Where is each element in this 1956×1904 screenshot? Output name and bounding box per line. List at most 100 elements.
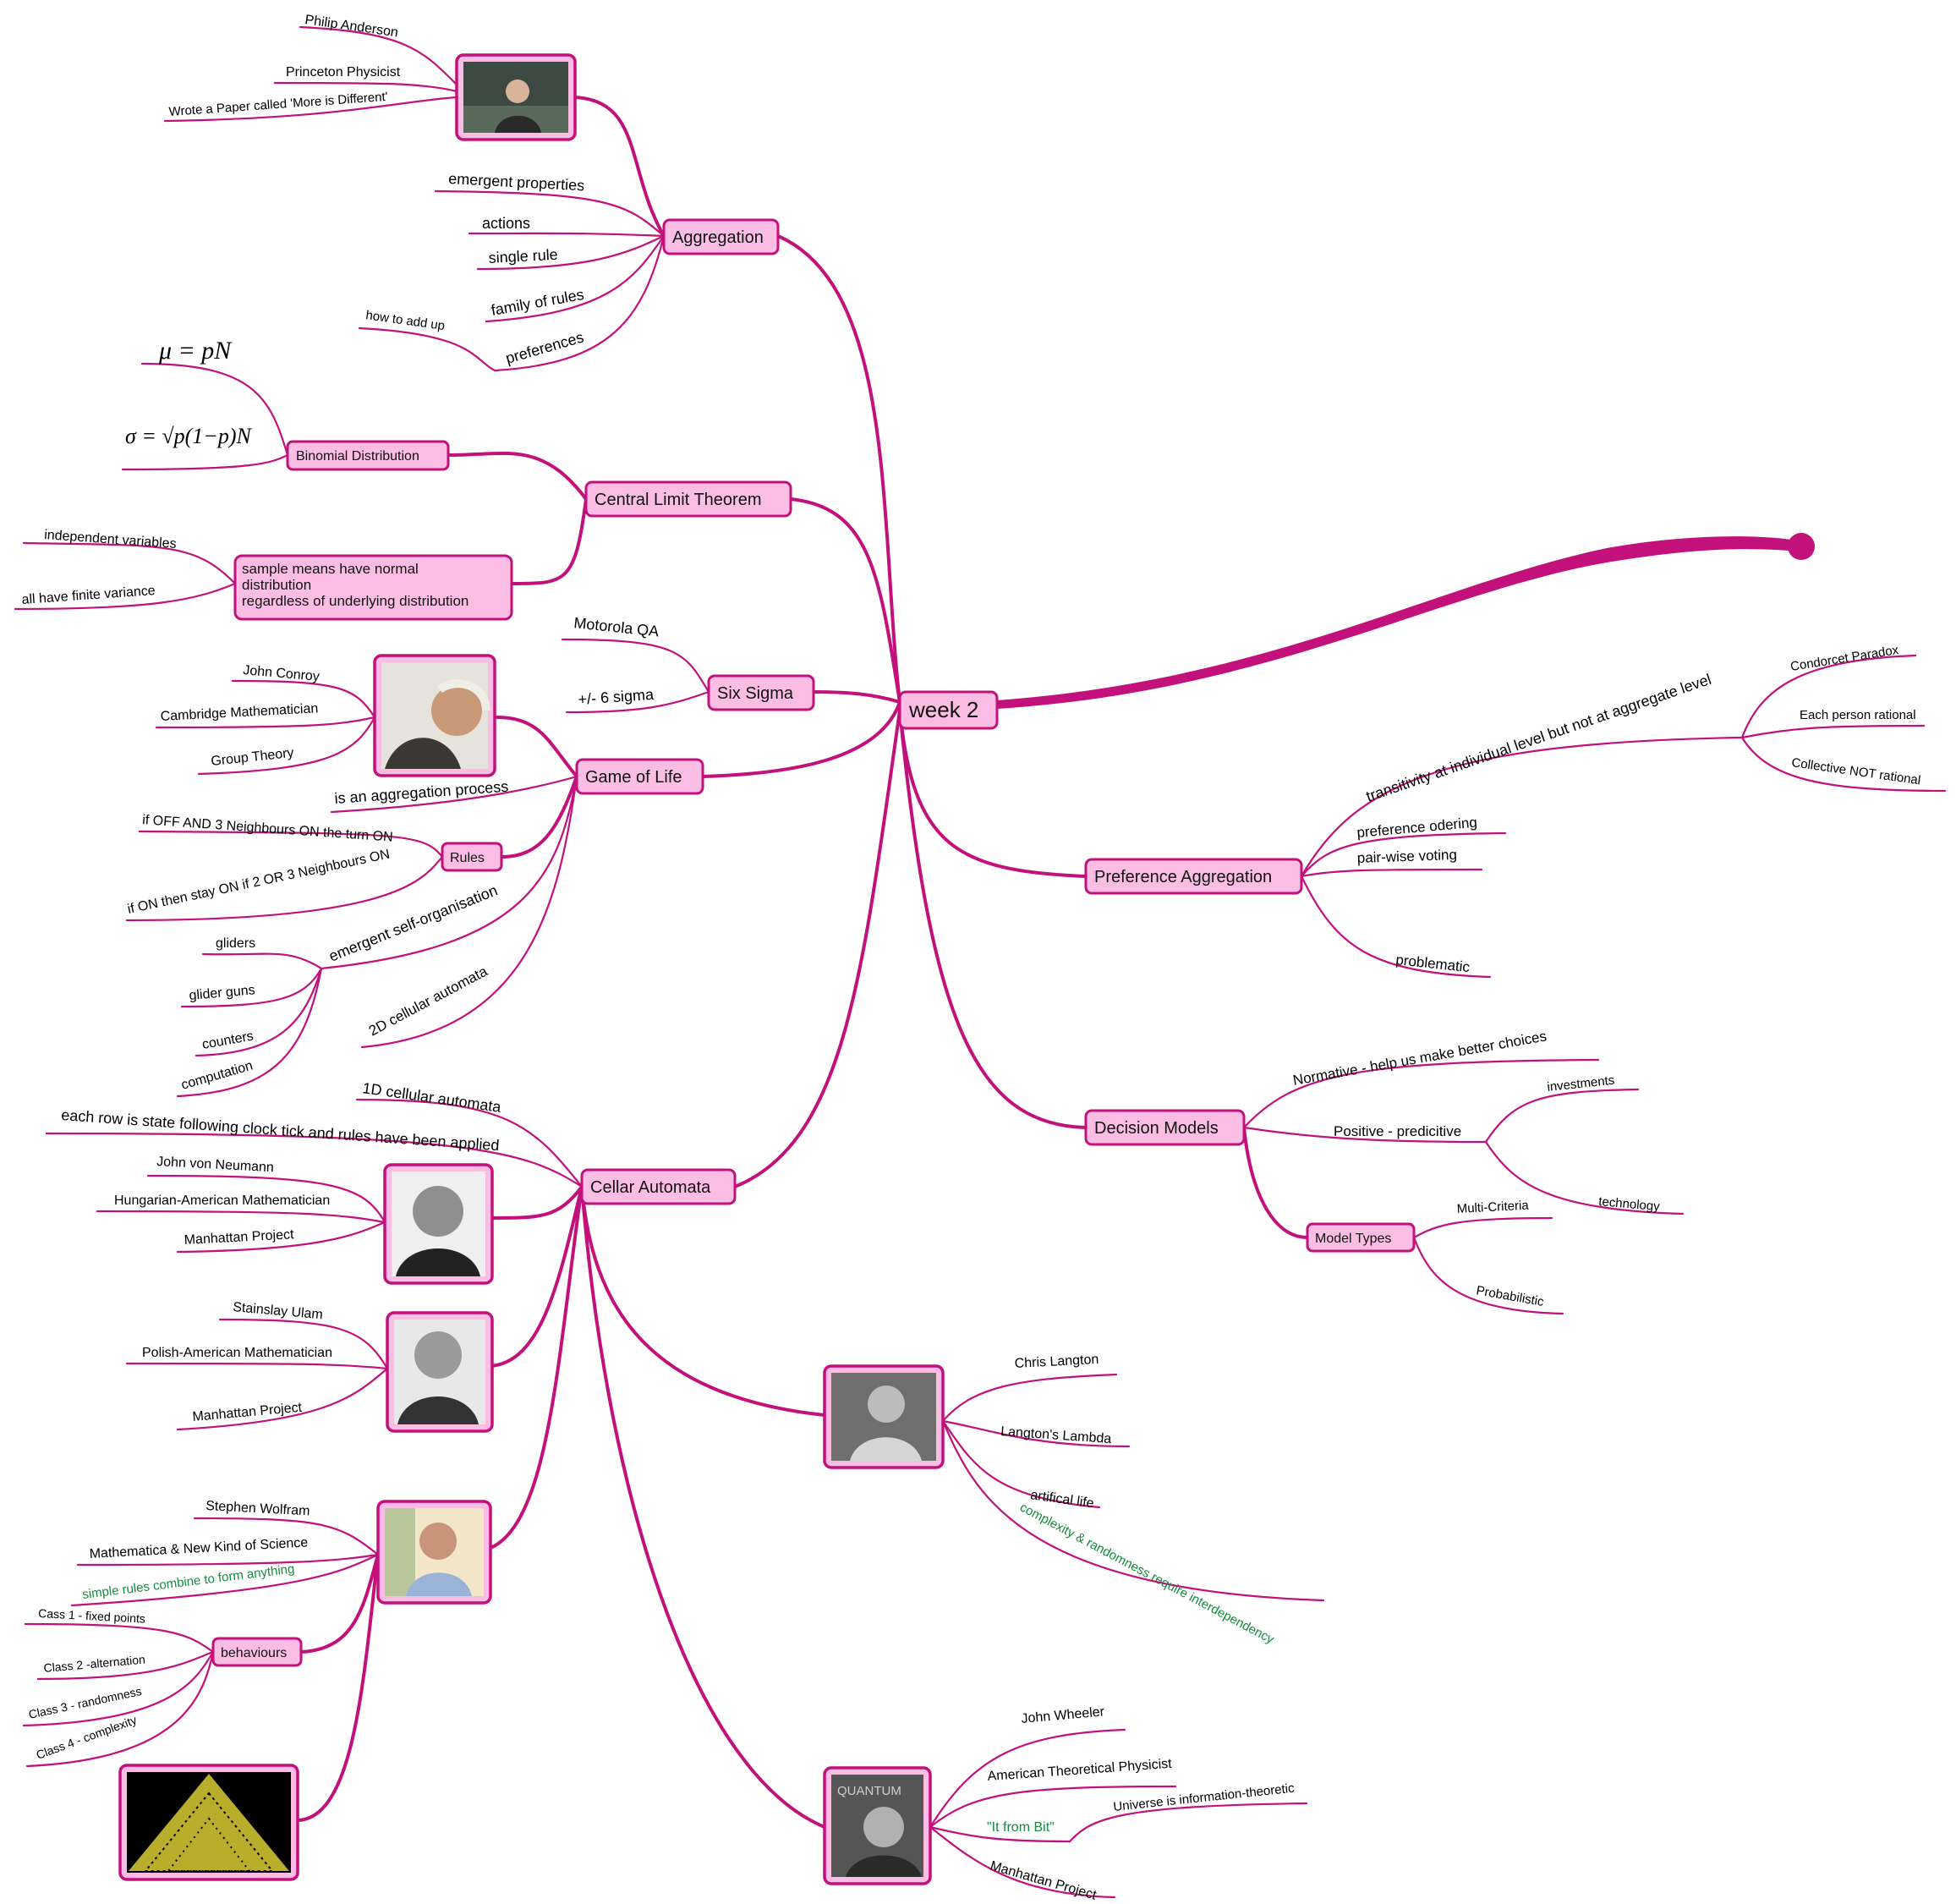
photo-stephen-wolfram[interactable] xyxy=(376,1500,492,1605)
topic-preference[interactable]: Preference Aggregation xyxy=(1084,858,1303,895)
photo-john-conroy[interactable] xyxy=(373,654,496,777)
underline-wheeler xyxy=(929,1728,1126,1829)
label-rule-off: if OFF AND 3 Neighbours ON the turn ON xyxy=(142,813,393,845)
node-rules[interactable]: Rules xyxy=(441,842,503,872)
edge-clt-binomial xyxy=(447,451,588,501)
topic-cellular-label: Cellar Automata xyxy=(590,1178,711,1197)
underline-class4 xyxy=(25,1650,215,1768)
underline-motorola xyxy=(561,638,710,694)
underline-it-from-bit xyxy=(929,1825,1071,1843)
underline-class2 xyxy=(36,1650,215,1681)
label-mathematica: Mathematica & New Kind of Science xyxy=(89,1535,308,1561)
underline-princeton-physicist xyxy=(273,81,458,93)
label-class1: Cass 1 - fixed points xyxy=(38,1606,146,1626)
underline-langton xyxy=(941,1373,1118,1423)
decision-branch xyxy=(1242,1058,1685,1315)
label-emergent-properties: emergent properties xyxy=(448,170,585,194)
topic-game-of-life-label: Game of Life xyxy=(585,768,682,787)
underline-single-rule xyxy=(476,234,666,271)
edge-clt-sample-means xyxy=(510,497,588,585)
label-john-wheeler: John Wheeler xyxy=(1021,1704,1105,1726)
node-model-types[interactable]: Model Types xyxy=(1306,1222,1416,1253)
node-sample-means[interactable]: sample means have normal distribution re… xyxy=(233,554,513,621)
label-mu-formula: μ = pN xyxy=(158,337,233,365)
quantum-caption: QUANTUM xyxy=(837,1784,901,1798)
label-hungarian-american: Hungarian-American Mathematician xyxy=(114,1193,330,1208)
label-class2: Class 2 -alternation xyxy=(43,1653,146,1675)
photo-philip-anderson[interactable] xyxy=(455,53,577,141)
edge-ca-langton xyxy=(580,1185,826,1417)
underline-problematic xyxy=(1300,875,1492,979)
label-condorcet: Condorcet Paradox xyxy=(1789,643,1900,674)
root-node[interactable]: week 2 xyxy=(898,690,999,730)
underline-rule-on xyxy=(125,855,444,922)
underline-glider-guns xyxy=(180,967,323,1008)
underline-simple-rules xyxy=(70,1553,380,1607)
underline-mathematica xyxy=(76,1553,380,1567)
underline-positive xyxy=(1242,1126,1488,1144)
label-chris-langton: Chris Langton xyxy=(1014,1353,1099,1371)
aggregation-branch xyxy=(163,25,666,372)
label-princeton-physicist: Princeton Physicist xyxy=(286,65,401,80)
photo-john-von-neumann[interactable] xyxy=(383,1163,494,1285)
underline-multi-criteria xyxy=(1412,1216,1553,1239)
label-computation: computation xyxy=(179,1058,254,1092)
underline-more-is-different xyxy=(163,96,458,123)
topic-game-of-life[interactable]: Game of Life xyxy=(575,758,704,795)
label-group-theory: Group Theory xyxy=(211,746,295,769)
underline-wolfram xyxy=(193,1517,380,1556)
topic-aggregation[interactable]: Aggregation xyxy=(662,218,780,255)
underline-emergent xyxy=(320,775,578,970)
underline-actions xyxy=(468,232,666,238)
topic-cellular[interactable]: Cellar Automata xyxy=(580,1168,737,1205)
node-binomial[interactable]: Binomial Distribution xyxy=(286,440,450,471)
node-behaviours[interactable]: behaviours xyxy=(211,1637,303,1667)
label-technology: technology xyxy=(1598,1194,1661,1214)
underline-1d-cellular xyxy=(355,1098,584,1188)
topic-six-sigma[interactable]: Six Sigma xyxy=(707,674,815,711)
topic-six-sigma-label: Six Sigma xyxy=(717,684,794,703)
label-it-from-bit: "It from Bit" xyxy=(987,1820,1055,1835)
photo-stainslay-ulam[interactable] xyxy=(386,1311,494,1433)
edge-gol-conway xyxy=(496,716,578,778)
underline-2d-cellular xyxy=(360,775,578,1049)
underline-each-person xyxy=(1740,724,1926,739)
label-independent-variables: independent variables xyxy=(44,528,177,551)
underline-probabilistic xyxy=(1412,1236,1564,1315)
label-more-is-different: Wrote a Paper called 'More is Different' xyxy=(168,90,388,119)
underline-cambridge xyxy=(155,716,376,729)
label-manhattan-project-1: Manhattan Project xyxy=(184,1227,294,1248)
underline-john-conroy xyxy=(231,679,376,719)
edge-root-clt xyxy=(789,497,901,704)
label-manhattan-project-2: Manhattan Project xyxy=(192,1401,303,1424)
label-motorola-qa: Motorola QA xyxy=(573,614,660,639)
underline-class1 xyxy=(24,1622,215,1654)
topic-clt[interactable]: Central Limit Theorem xyxy=(584,480,792,518)
underline-aggregation-process xyxy=(330,775,578,814)
photo-chris-langton[interactable] xyxy=(823,1364,945,1469)
label-interdependency: complexity & randomness require interdep… xyxy=(1017,1501,1277,1648)
label-pair-wise-voting: pair-wise voting xyxy=(1356,847,1457,866)
underline-computation xyxy=(176,967,323,1098)
edge-ca-wolfram xyxy=(489,1185,584,1550)
underline-investments xyxy=(1484,1088,1640,1144)
photo-rule-automaton[interactable] xyxy=(118,1764,299,1881)
label-preferences: preferences xyxy=(504,328,586,366)
underline-technology xyxy=(1484,1140,1685,1215)
label-family-of-rules: family of rules xyxy=(490,286,585,319)
topic-decision[interactable]: Decision Models xyxy=(1084,1109,1246,1146)
cellular-branch xyxy=(22,1098,1325,1899)
photo-john-wheeler[interactable]: QUANTUM xyxy=(823,1766,932,1885)
label-american-physicist: American Theoretical Physicist xyxy=(987,1757,1173,1784)
underline-artifical-life xyxy=(941,1419,1101,1509)
edge-agg-anderson xyxy=(573,96,666,238)
edge-wolfram-automaton xyxy=(296,1553,380,1822)
underline-six-sigma xyxy=(565,690,710,714)
label-rule-on: if ON then stay ON if 2 OR 3 Neighbours … xyxy=(126,847,391,916)
edge-decision-model-types xyxy=(1242,1126,1309,1239)
underline-preferences xyxy=(358,234,666,372)
sample-means-line2: distribution xyxy=(242,577,311,593)
six-sigma-branch xyxy=(561,638,710,714)
underline-finite-variance xyxy=(14,582,237,611)
